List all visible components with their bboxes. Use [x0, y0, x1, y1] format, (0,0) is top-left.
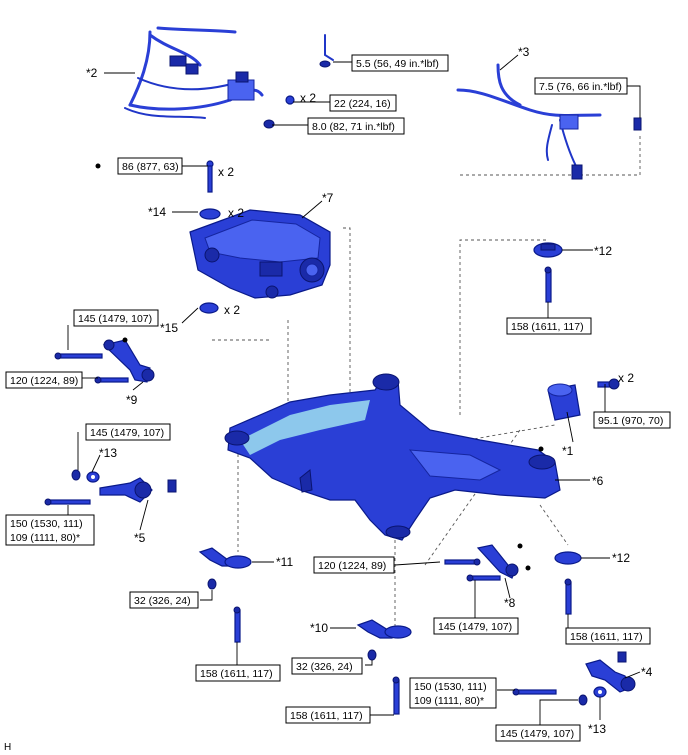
callout-c10: *10 [310, 621, 328, 635]
subframe-6 [224, 373, 561, 541]
svg-text:150 (1530, 111): 150 (1530, 111) [10, 518, 83, 530]
mount-cushion-12-lower [554, 551, 582, 615]
bracket-11 [198, 547, 252, 643]
torque-label-t4: 7.5 (76, 66 in.*lbf) [534, 77, 628, 95]
svg-text:120 (1224, 89): 120 (1224, 89) [10, 375, 78, 387]
svg-text:145 (1479, 107): 145 (1479, 107) [78, 313, 152, 325]
svg-text:158 (1611, 117): 158 (1611, 117) [290, 710, 363, 722]
svg-text:150 (1530, 111): 150 (1530, 111) [414, 681, 487, 693]
torque-labels: 5.5 (56, 49 in.*lbf) 22 (224, 16) 8.0 (8… [5, 54, 671, 742]
callout-c3: *3 [518, 45, 530, 59]
svg-text:109 (1111, 80)*: 109 (1111, 80)* [414, 695, 484, 707]
torque-label-t16: 158 (1611, 117) [195, 664, 281, 682]
quantity-q2: x 2 [218, 165, 234, 179]
svg-text:109 (1111, 80)*: 109 (1111, 80)* [10, 532, 80, 544]
svg-text:145 (1479, 107): 145 (1479, 107) [90, 427, 164, 439]
svg-text:7.5 (76, 66 in.*lbf): 7.5 (76, 66 in.*lbf) [539, 81, 622, 93]
torque-label-t14: 145 (1479, 107) [433, 617, 519, 635]
callout-c2: *2 [86, 66, 98, 80]
fasteners-top [199, 34, 334, 314]
torque-label-t15: 158 (1611, 117) [565, 627, 651, 645]
callout-c11: *11 [276, 555, 293, 569]
callout-c7: *7 [322, 191, 334, 205]
callout-c12a: *12 [594, 244, 612, 258]
suspension-arm-4 [512, 651, 636, 706]
svg-text:158 (1611, 117): 158 (1611, 117) [200, 668, 273, 680]
callout-c14: *14 [148, 205, 166, 219]
svg-text:158 (1611, 117): 158 (1611, 117) [511, 321, 584, 333]
quantity-labels: x 2 x 2 x 2 x 2 x 2 [218, 91, 634, 385]
svg-text:32 (326, 24): 32 (326, 24) [134, 595, 191, 607]
quantity-q4: x 2 [224, 303, 240, 317]
svg-text:158 (1611, 117): 158 (1611, 117) [570, 631, 643, 643]
suspension-arm-5 [44, 469, 177, 506]
svg-text:22 (224, 16): 22 (224, 16) [334, 98, 391, 110]
torque-label-t10: 145 (1479, 107) [85, 423, 171, 441]
bullet-markers [95, 163, 544, 452]
suspension-arm-8 [444, 543, 531, 582]
svg-text:145 (1479, 107): 145 (1479, 107) [500, 728, 574, 740]
mount-cushion-12-upper [533, 242, 563, 303]
torque-label-t5: 86 (877, 63) [117, 157, 183, 175]
callout-c8: *8 [504, 596, 516, 610]
torque-label-t11: 150 (1530, 111) 109 (1111, 80)* [5, 514, 95, 546]
motor-unit-7 [189, 209, 331, 299]
corner-label: H [4, 742, 11, 753]
leader-lines [67, 54, 641, 726]
callout-c4: *4 [641, 665, 653, 679]
svg-text:145 (1479, 107): 145 (1479, 107) [438, 621, 512, 633]
callout-c12b: *12 [612, 551, 630, 565]
callout-c1: *1 [562, 444, 574, 458]
torque-label-t2: 22 (224, 16) [329, 94, 397, 112]
quantity-q3: x 2 [228, 206, 244, 220]
callout-c5: *5 [134, 531, 146, 545]
svg-text:5.5 (56, 49 in.*lbf): 5.5 (56, 49 in.*lbf) [356, 58, 439, 70]
svg-text:86 (877, 63): 86 (877, 63) [122, 161, 179, 173]
torque-label-t3: 8.0 (82, 71 in.*lbf) [307, 117, 405, 135]
svg-text:95.1 (970, 70): 95.1 (970, 70) [598, 415, 663, 427]
suspension-arm-9 [54, 337, 155, 384]
torque-label-t8: 158 (1611, 117) [506, 317, 592, 335]
torque-label-t7: 120 (1224, 89) [5, 371, 83, 389]
bushing-1 [547, 378, 620, 421]
quantity-q5: x 2 [618, 371, 634, 385]
callout-c13a: *13 [99, 446, 117, 460]
torque-label-t20: 145 (1479, 107) [495, 724, 581, 742]
wire-harness-2 [124, 26, 264, 119]
wire-harness-3 [456, 63, 642, 180]
callout-c6: *6 [592, 474, 604, 488]
torque-label-t9: 95.1 (970, 70) [593, 411, 671, 429]
svg-text:8.0 (82, 71 in.*lbf): 8.0 (82, 71 in.*lbf) [312, 121, 395, 133]
bracket-10 [356, 619, 412, 715]
svg-text:32 (326, 24): 32 (326, 24) [296, 661, 353, 673]
torque-label-t13: 32 (326, 24) [129, 591, 199, 609]
torque-label-t19: 158 (1611, 117) [285, 706, 371, 724]
callout-c15: *15 [160, 321, 178, 335]
callout-c9: *9 [126, 393, 138, 407]
part-callouts: *2 *3 *7 *14 *12 *15 *9 *1 *6 *13 *5 *11… [86, 45, 653, 736]
torque-label-t17: 32 (326, 24) [291, 657, 363, 675]
torque-label-t1: 5.5 (56, 49 in.*lbf) [351, 54, 449, 72]
svg-text:120 (1224, 89): 120 (1224, 89) [318, 560, 386, 572]
torque-label-t18: 150 (1530, 111) 109 (1111, 80)* [409, 677, 497, 709]
torque-label-t6: 145 (1479, 107) [73, 309, 159, 327]
callout-c13b: *13 [588, 722, 606, 736]
quantity-q1: x 2 [300, 91, 316, 105]
torque-label-t12: 120 (1224, 89) [313, 556, 395, 574]
